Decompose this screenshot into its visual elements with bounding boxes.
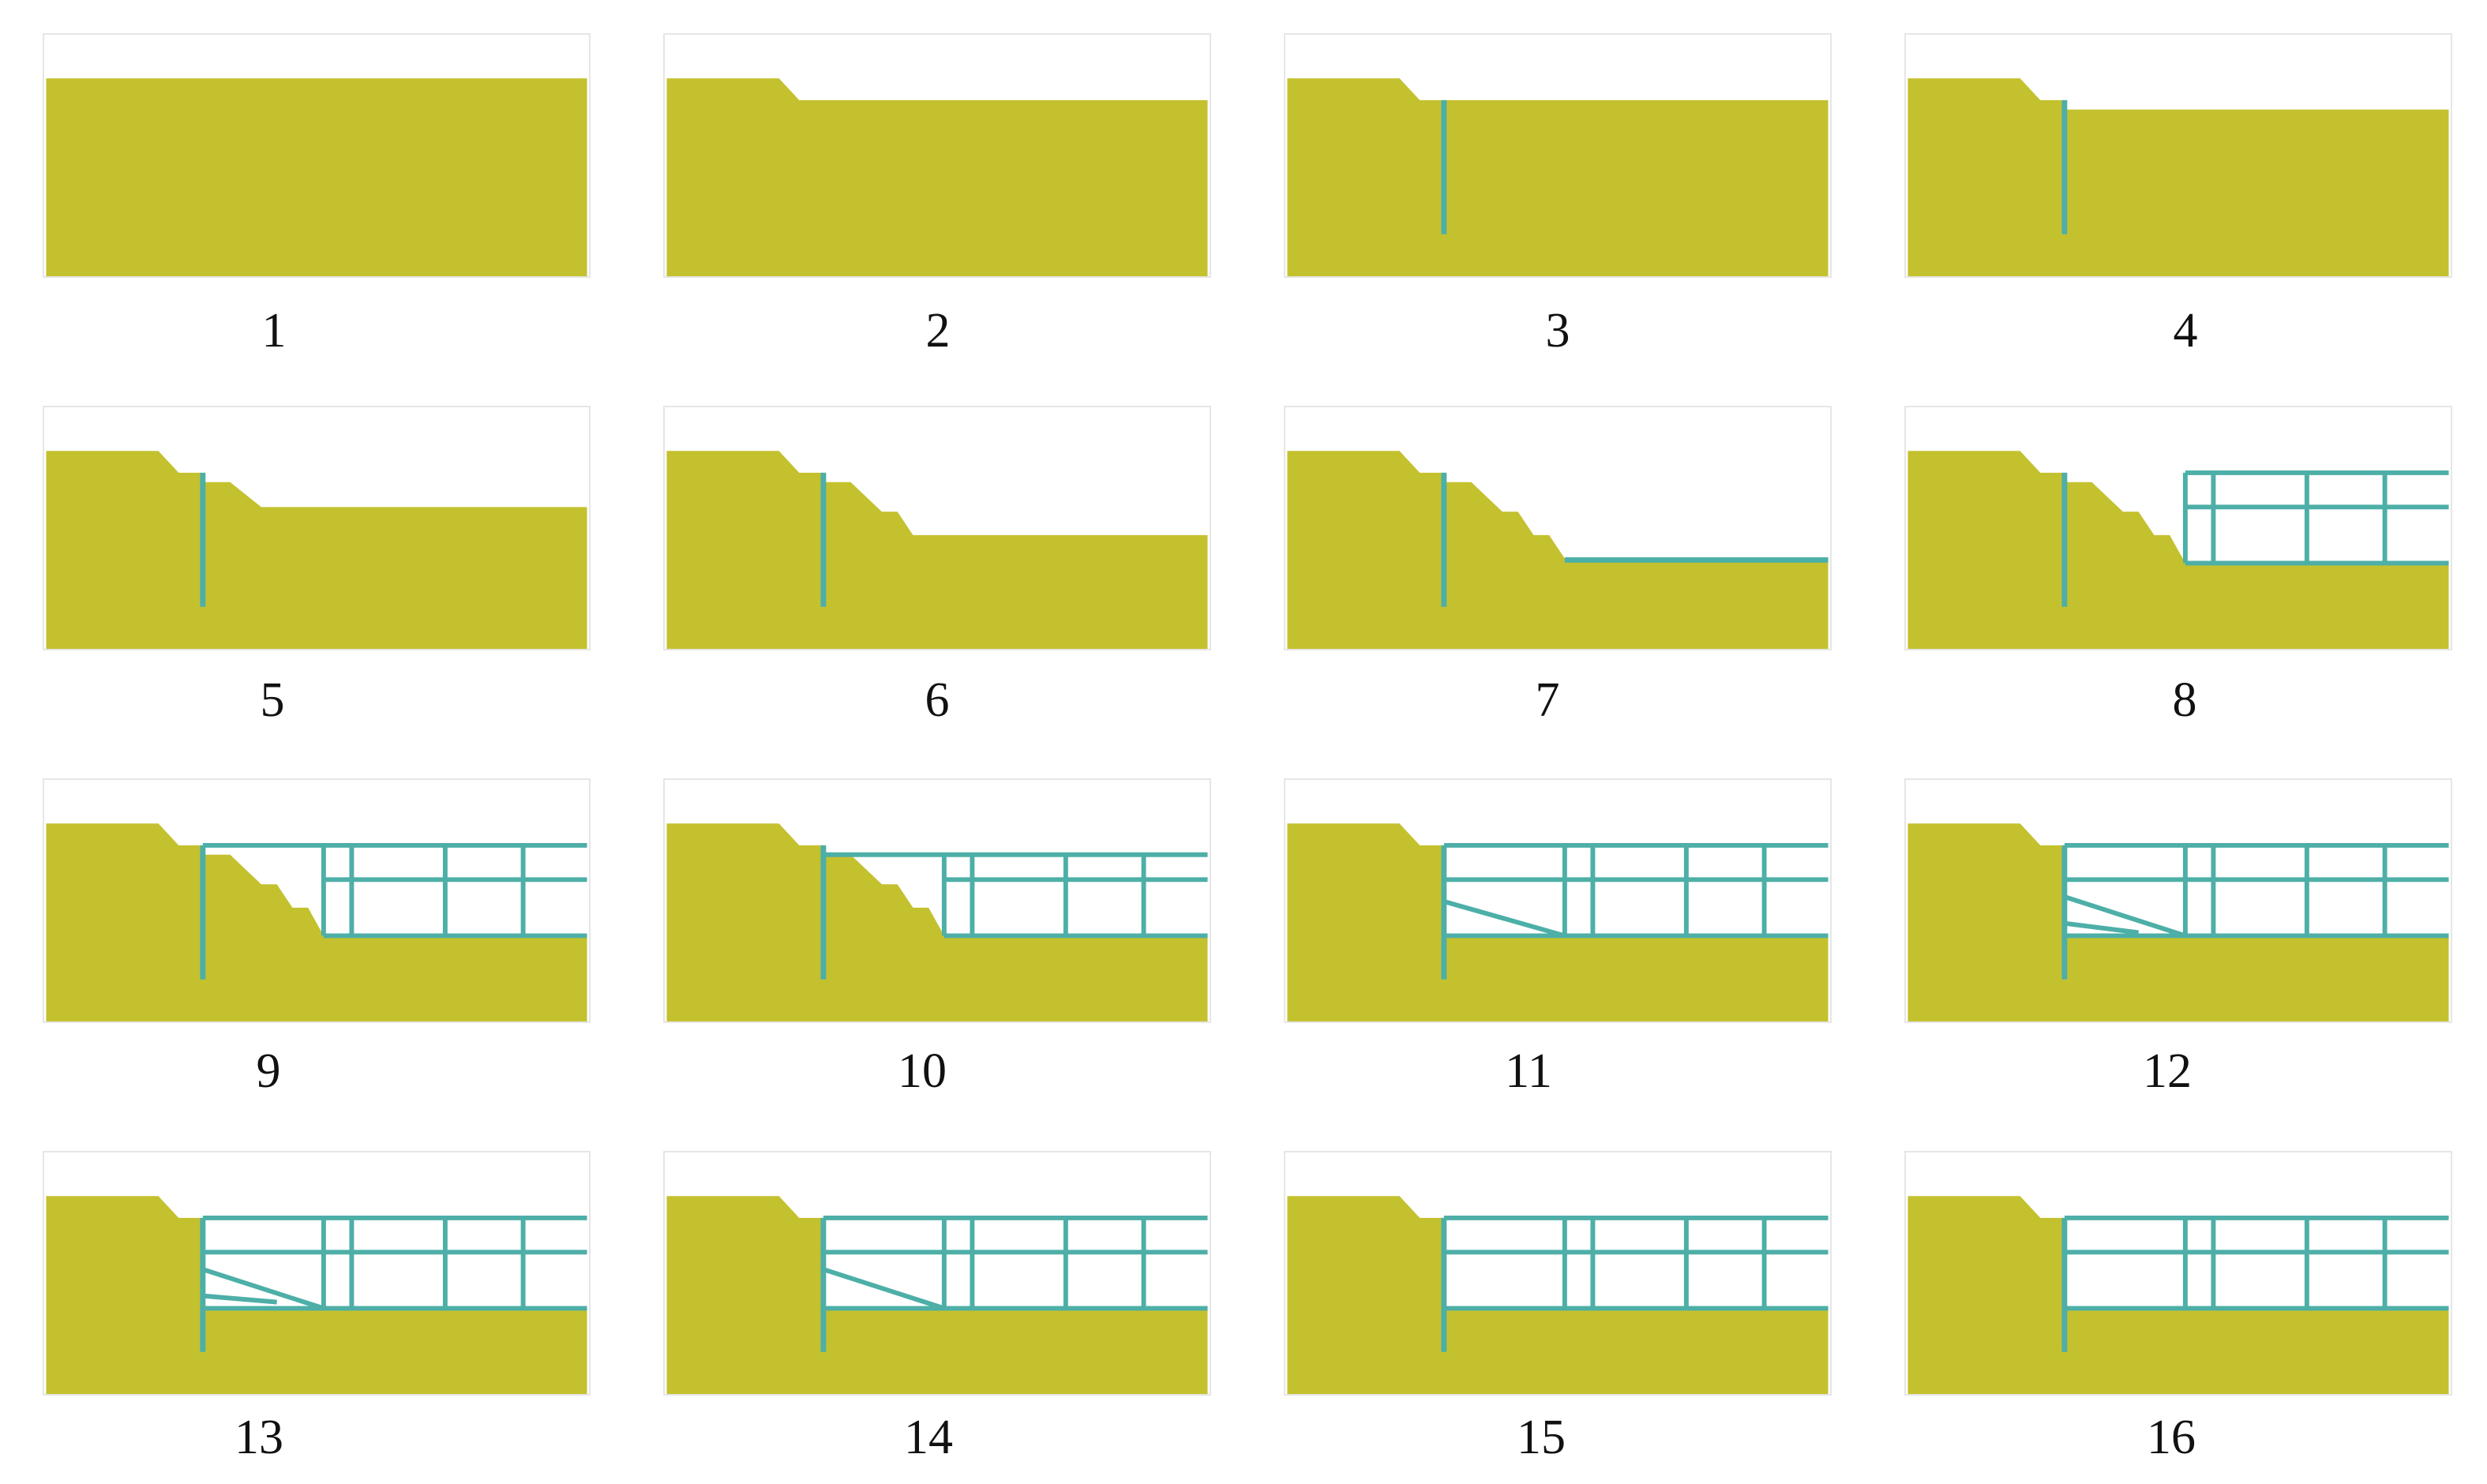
stage-10-section xyxy=(666,823,1208,1021)
stage-2-section xyxy=(666,78,1208,276)
stage-label: 9 xyxy=(256,1044,281,1098)
stage-label: 2 xyxy=(925,304,951,358)
stage-13-diagram xyxy=(43,1151,591,1396)
inclined-strut-lower xyxy=(2064,920,2140,935)
stage-label: 3 xyxy=(1545,304,1570,358)
soil-mass xyxy=(666,1196,1208,1394)
soil-mass xyxy=(1287,823,1829,1021)
stage-label: 7 xyxy=(1535,673,1560,727)
inclined-strut xyxy=(822,1267,945,1311)
inclined-strut xyxy=(1443,899,1566,939)
stage-9-diagram xyxy=(43,778,591,1023)
stage-14-diagram xyxy=(663,1151,1211,1396)
soil-mass xyxy=(666,823,1208,1021)
structure-frame xyxy=(2064,1215,2449,1311)
soil-mass xyxy=(46,1196,587,1394)
soil-mass xyxy=(46,823,587,1021)
soil-mass xyxy=(1907,1196,2449,1394)
stage-6-section xyxy=(666,451,1208,649)
stage-7-diagram xyxy=(1284,406,1832,650)
stage-7-section xyxy=(1287,451,1829,649)
stage-1-section xyxy=(46,78,587,276)
stage-15-diagram xyxy=(1284,1151,1832,1396)
stage-label: 6 xyxy=(925,673,950,727)
stage-label: 5 xyxy=(260,673,285,727)
stage-10-diagram xyxy=(663,778,1211,1023)
inclined-strut-lower xyxy=(202,1293,277,1305)
structure-frame xyxy=(823,852,1208,939)
stage-1-diagram xyxy=(43,33,591,278)
stage-11-diagram xyxy=(1284,778,1832,1023)
stage-3-diagram xyxy=(1284,33,1832,278)
soil-mass xyxy=(46,451,587,649)
structure-frame xyxy=(202,842,587,939)
stage-15-section xyxy=(1287,1196,1829,1394)
stage-2-diagram xyxy=(663,33,1211,278)
stage-label: 11 xyxy=(1505,1044,1552,1098)
stage-label: 16 xyxy=(2147,1411,2196,1464)
stage-5-diagram xyxy=(43,406,591,650)
stage-8-section xyxy=(1907,451,2449,649)
stage-label: 8 xyxy=(2172,673,2197,727)
structure-frame xyxy=(202,1215,587,1311)
stage-13-section xyxy=(46,1196,587,1394)
stage-label: 12 xyxy=(2143,1044,2192,1098)
structure-frame xyxy=(2182,470,2449,566)
soil-mass xyxy=(1287,78,1829,276)
stage-8-diagram xyxy=(1904,406,2452,650)
inclined-strut xyxy=(2063,894,2186,939)
stage-16-section xyxy=(1907,1196,2449,1394)
stage-label: 1 xyxy=(261,304,287,358)
stage-3-section xyxy=(1287,78,1829,276)
stage-label: 13 xyxy=(234,1411,283,1464)
soil-mass xyxy=(1287,1196,1829,1394)
soil-mass xyxy=(1907,78,2449,276)
structure-frame xyxy=(823,1215,1208,1311)
stage-16-diagram xyxy=(1904,1151,2452,1396)
soil-mass xyxy=(666,78,1208,276)
soil-mass xyxy=(1287,451,1829,649)
stage-4-section xyxy=(1907,78,2449,276)
soil-mass xyxy=(46,78,587,276)
stage-9-section xyxy=(46,823,587,1021)
soil-mass xyxy=(666,451,1208,649)
structure-frame xyxy=(1443,842,1829,939)
inclined-strut xyxy=(201,1267,324,1311)
stage-label: 10 xyxy=(898,1044,947,1098)
structure-frame xyxy=(1443,1215,1829,1311)
stage-5-section xyxy=(46,451,587,649)
stage-label: 14 xyxy=(904,1411,953,1464)
stage-12-diagram xyxy=(1904,778,2452,1023)
stage-label: 15 xyxy=(1517,1411,1566,1464)
stage-14-section xyxy=(666,1196,1208,1394)
stage-label: 4 xyxy=(2173,304,2198,358)
stage-4-diagram xyxy=(1904,33,2452,278)
stage-12-section xyxy=(1907,823,2449,1021)
structure-frame xyxy=(2064,842,2449,939)
soil-mass xyxy=(1907,451,2449,649)
stage-11-section xyxy=(1287,823,1829,1021)
soil-mass xyxy=(1907,823,2449,1021)
stage-6-diagram xyxy=(663,406,1211,650)
